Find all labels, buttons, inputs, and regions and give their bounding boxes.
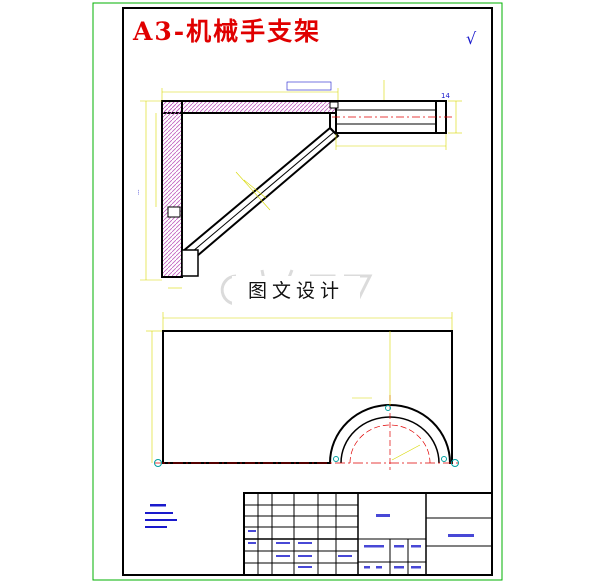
surface-finish-mark: √ [466,29,477,48]
top-arm [161,100,338,114]
title-block [243,492,493,576]
front-view-dimensions [140,80,462,289]
svg-text:---: --- [136,189,142,195]
base-plate [162,330,453,464]
dim-label-14: 14 [441,92,450,100]
front-view [161,100,452,278]
watermark-text: 图文设计 [232,276,360,306]
plan-view-dimensions [146,312,453,463]
plan-view [154,330,460,470]
vertical-post [161,100,183,278]
outer-frame [92,2,503,581]
drawing-title: A3-机械手支架 [133,17,322,46]
technical-notes [145,504,177,528]
title-block-annotations [248,514,474,569]
